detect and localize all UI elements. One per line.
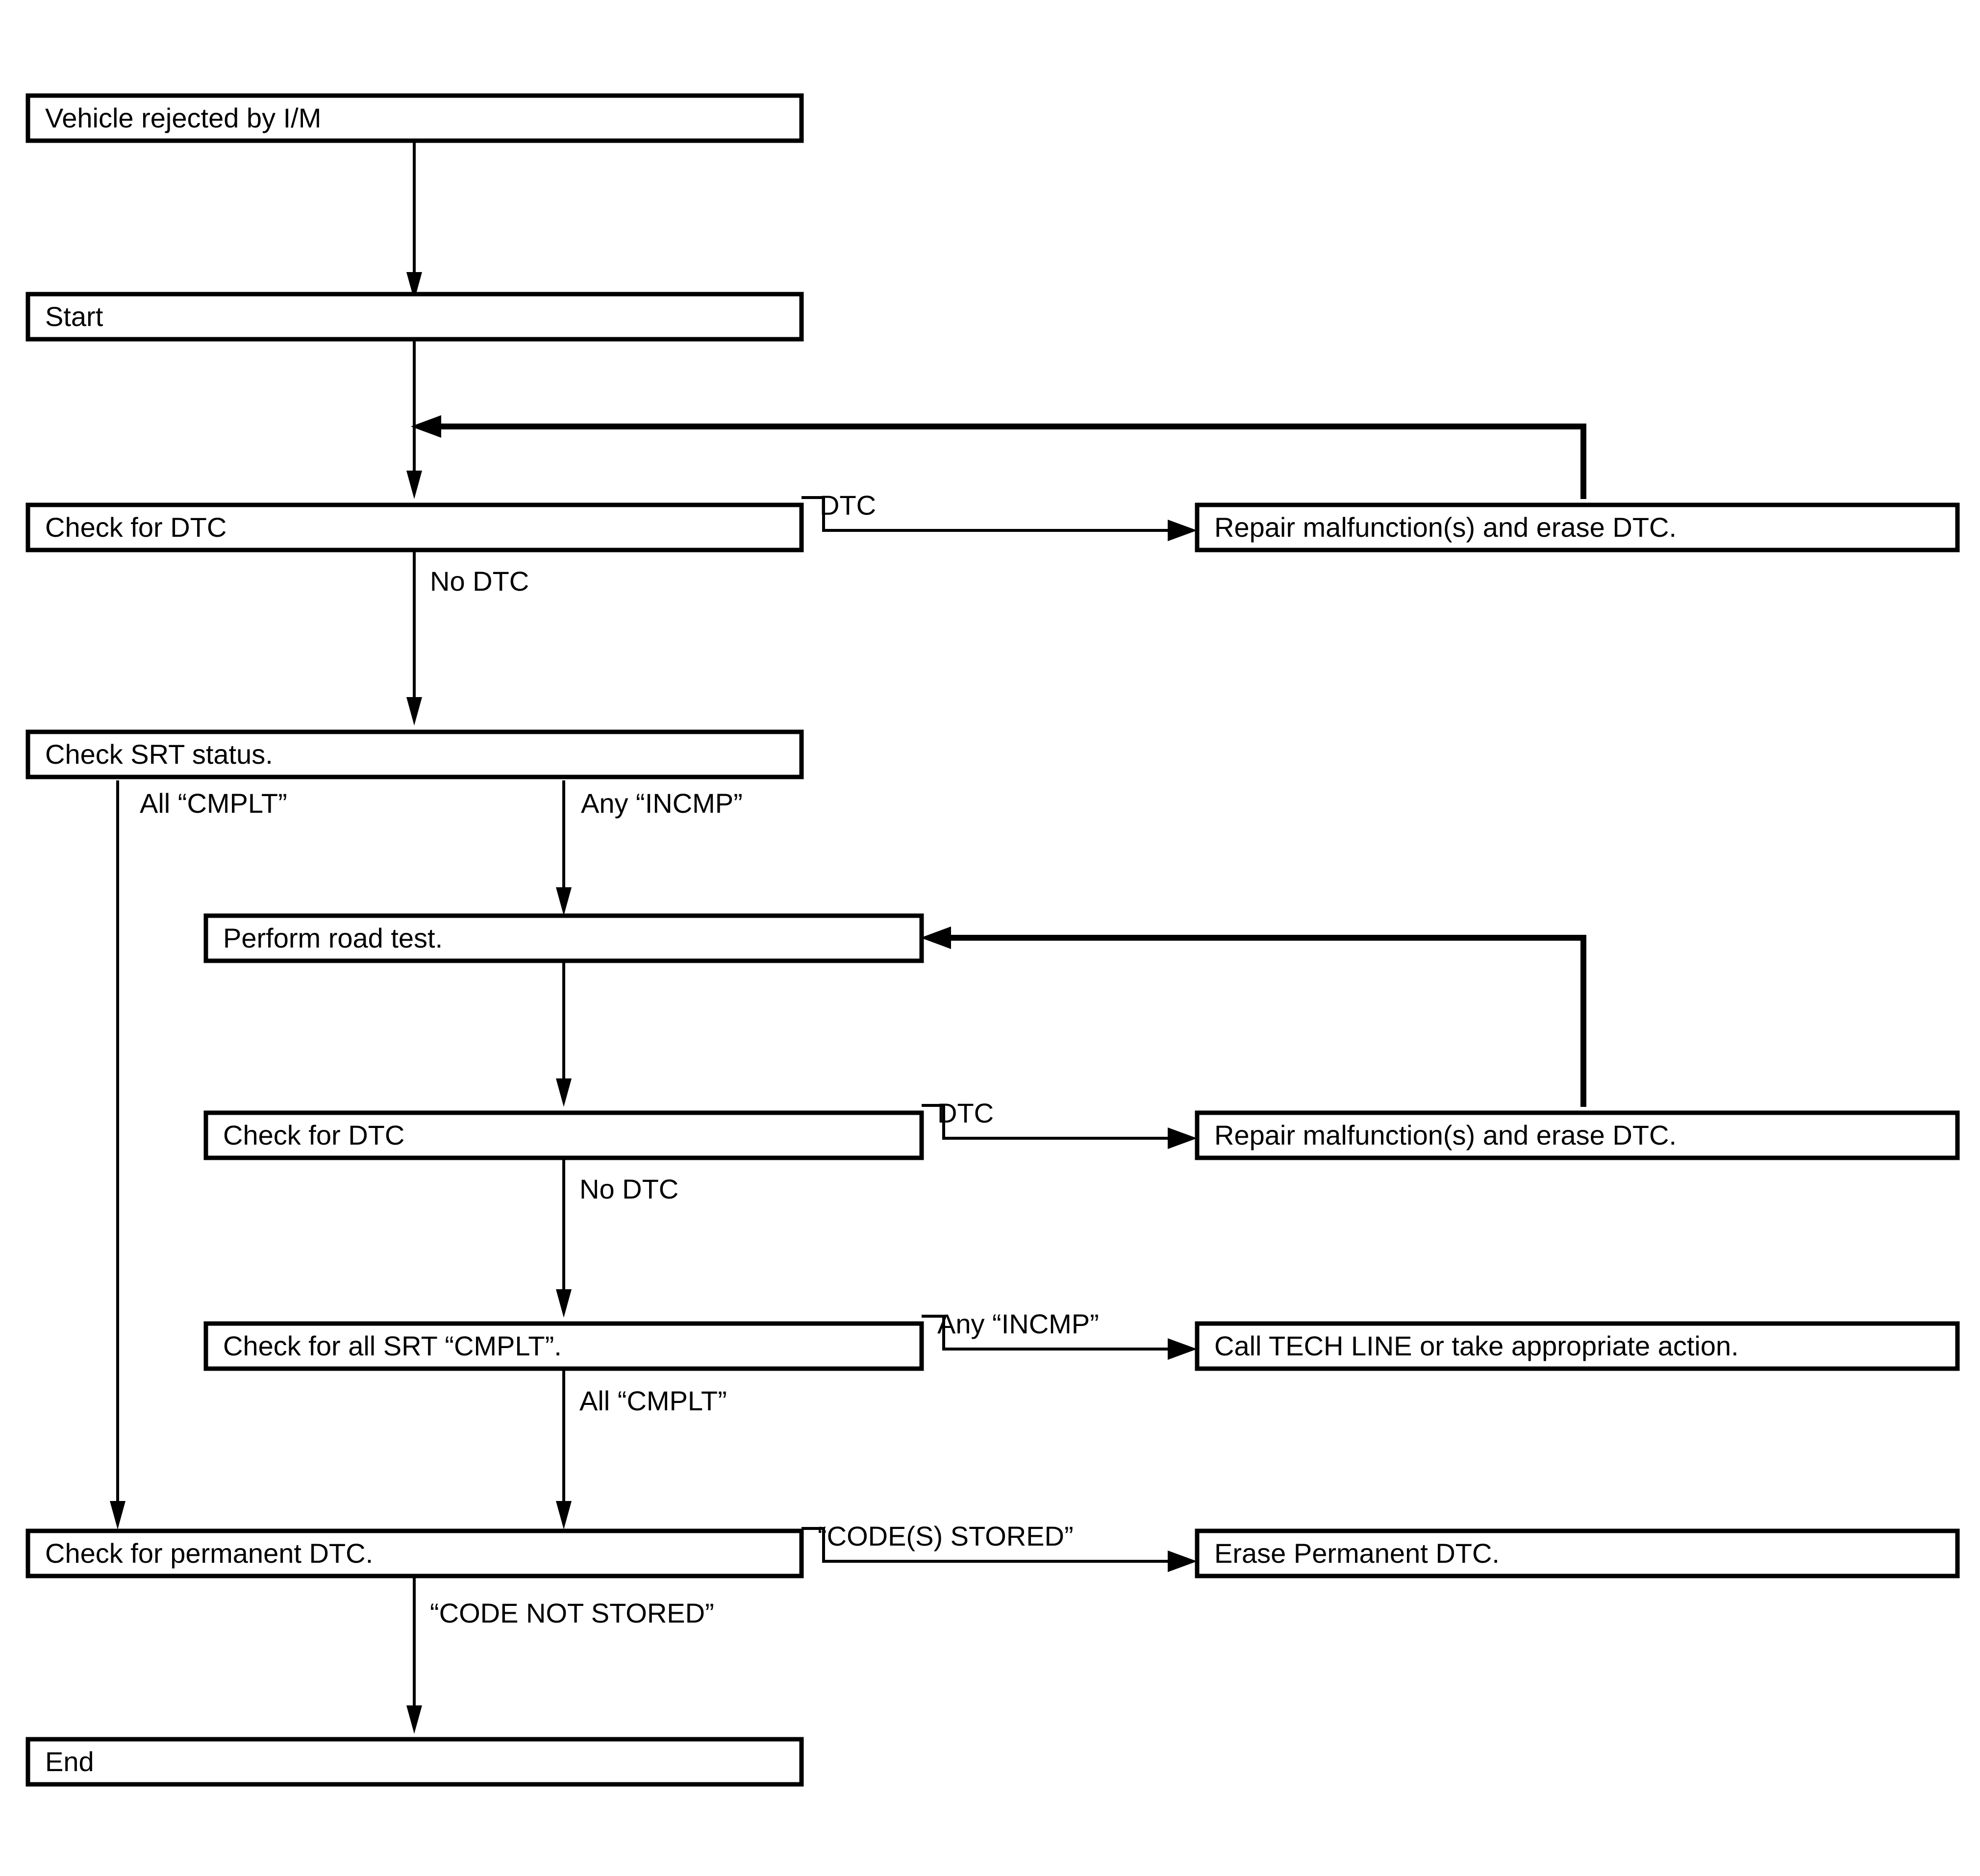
node-end-label: End: [45, 1746, 94, 1777]
edge-label-codes-stored: “CODE(S) STORED”: [818, 1521, 1074, 1551]
node-repair-2[interactable]: Repair malfunction(s) and erase DTC.: [1195, 1110, 1960, 1160]
edge-label-any-incmp-2: Any “INCMP”: [937, 1308, 1099, 1339]
edge-check-srt-all-cmplt: [110, 780, 125, 1529]
edge-start-to-check-dtc-1: [406, 339, 422, 499]
node-check-all-srt-cmplt[interactable]: Check for all SRT “CMPLT”.: [203, 1321, 924, 1371]
edge-check-dtc-2-to-check-all-srt: [556, 1158, 572, 1318]
edge-label-all-cmplt-1: All “CMPLT”: [140, 788, 287, 819]
edge-road-test-to-check-dtc-2: [556, 961, 572, 1107]
edge-label-code-not-stored: “CODE NOT STORED”: [430, 1598, 714, 1628]
node-start-label: Start: [45, 301, 103, 332]
node-perform-road-test-label: Perform road test.: [223, 923, 443, 953]
edge-check-all-srt-to-tech-line: [922, 1315, 1197, 1360]
node-check-permanent-dtc-label: Check for permanent DTC.: [45, 1538, 373, 1569]
node-end[interactable]: End: [25, 1737, 804, 1787]
edge-label-all-cmplt-2: All “CMPLT”: [579, 1385, 727, 1416]
edge-repair-2-loopback: [921, 926, 1586, 1107]
edge-repair-1-loopback: [411, 415, 1586, 499]
node-check-dtc-2-label: Check for DTC: [223, 1120, 404, 1151]
edge-check-permanent-to-end: [406, 1576, 422, 1734]
node-erase-permanent-dtc-label: Erase Permanent DTC.: [1214, 1538, 1500, 1569]
node-perform-road-test[interactable]: Perform road test.: [203, 913, 924, 963]
node-vehicle-rejected[interactable]: Vehicle rejected by I/M: [25, 93, 804, 143]
node-check-all-srt-cmplt-label: Check for all SRT “CMPLT”.: [223, 1330, 562, 1361]
node-check-permanent-dtc[interactable]: Check for permanent DTC.: [25, 1528, 804, 1578]
node-call-tech-line-label: Call TECH LINE or take appropriate actio…: [1214, 1330, 1739, 1361]
edge-label-any-incmp-1: Any “INCMP”: [581, 788, 743, 819]
edge-check-dtc-1-to-repair-1: [802, 496, 1197, 541]
node-check-srt-status[interactable]: Check SRT status.: [25, 729, 804, 779]
edge-check-permanent-to-erase: [802, 1527, 1197, 1572]
edge-label-dtc-2: DTC: [937, 1098, 994, 1128]
node-check-dtc-1-label: Check for DTC: [45, 512, 226, 543]
node-start[interactable]: Start: [25, 292, 804, 342]
node-repair-1-label: Repair malfunction(s) and erase DTC.: [1214, 512, 1677, 543]
node-repair-2-label: Repair malfunction(s) and erase DTC.: [1214, 1120, 1677, 1151]
edge-vehicle-to-start: [406, 141, 422, 300]
node-check-dtc-2[interactable]: Check for DTC: [203, 1110, 924, 1160]
node-repair-1[interactable]: Repair malfunction(s) and erase DTC.: [1195, 502, 1960, 552]
edge-check-dtc-1-to-check-srt: [406, 550, 422, 725]
node-erase-permanent-dtc[interactable]: Erase Permanent DTC.: [1195, 1528, 1960, 1578]
node-call-tech-line[interactable]: Call TECH LINE or take appropriate actio…: [1195, 1321, 1960, 1371]
node-vehicle-rejected-label: Vehicle rejected by I/M: [45, 102, 321, 133]
edge-label-no-dtc-1: No DTC: [430, 566, 529, 597]
edge-label-dtc-1: DTC: [820, 490, 876, 521]
edge-label-no-dtc-2: No DTC: [579, 1174, 678, 1204]
edge-check-dtc-2-to-repair-2: [922, 1104, 1197, 1149]
edge-check-all-srt-to-check-permanent: [556, 1369, 572, 1529]
edge-check-srt-any-incmp: [556, 780, 572, 916]
node-check-dtc-1[interactable]: Check for DTC: [25, 502, 804, 552]
node-check-srt-status-label: Check SRT status.: [45, 739, 273, 770]
